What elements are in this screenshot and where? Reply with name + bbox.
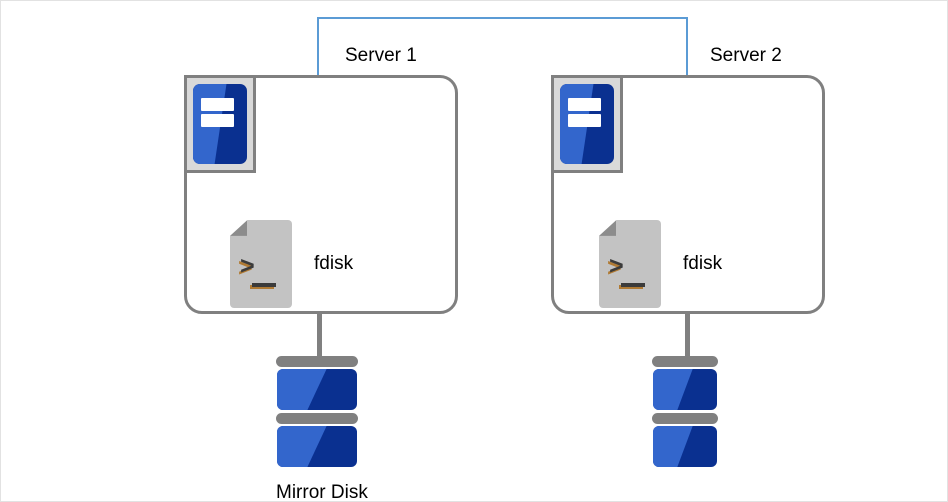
server-badge-inner (193, 84, 247, 164)
server-badge-icon (551, 75, 623, 173)
prompt-caret-icon: > (239, 253, 255, 283)
server-1-label: Server 1 (345, 45, 417, 66)
disk-bar-top (652, 356, 718, 367)
disk-bar-middle (276, 413, 358, 424)
server-2-fdisk-label: fdisk (683, 253, 723, 274)
disk-tier-lower (277, 426, 357, 467)
mirror-disk-label: Mirror Disk (276, 482, 368, 502)
terminal-document-icon: > (230, 220, 292, 308)
disk-tier-upper (653, 369, 717, 410)
prompt-cursor-icon (621, 283, 645, 288)
disk-bar-top (276, 356, 358, 367)
server-2-label: Server 2 (710, 45, 782, 66)
disk-tier-lower (653, 426, 717, 467)
server-badge-bar-bottom (567, 114, 602, 128)
server-badge-bar-top (200, 97, 235, 111)
server-2-disk-stack[interactable] (652, 356, 718, 482)
server-badge-inner (560, 84, 614, 164)
page-fold-corner-icon (230, 220, 248, 236)
server-1-fdisk-label: fdisk (314, 253, 354, 274)
server-1-fdisk-row[interactable]: > fdisk (230, 220, 353, 308)
server-interconnect-bracket (317, 17, 688, 77)
terminal-document-icon: > (599, 220, 661, 308)
server-1-disk-stack[interactable]: Mirror Disk (276, 356, 368, 502)
server-badge-bar-bottom (200, 114, 235, 128)
server-badge-bar-top (567, 97, 602, 111)
prompt-caret-icon: > (608, 253, 624, 283)
prompt-cursor-icon (252, 283, 276, 288)
disk-tier-upper (277, 369, 357, 410)
server-1-disk-connector (317, 313, 322, 359)
disk-bar-middle (652, 413, 718, 424)
server-2-fdisk-row[interactable]: > fdisk (599, 220, 722, 308)
page-fold-corner-icon (599, 220, 617, 236)
server-2-disk-connector (685, 313, 690, 359)
server-badge-icon (184, 75, 256, 173)
